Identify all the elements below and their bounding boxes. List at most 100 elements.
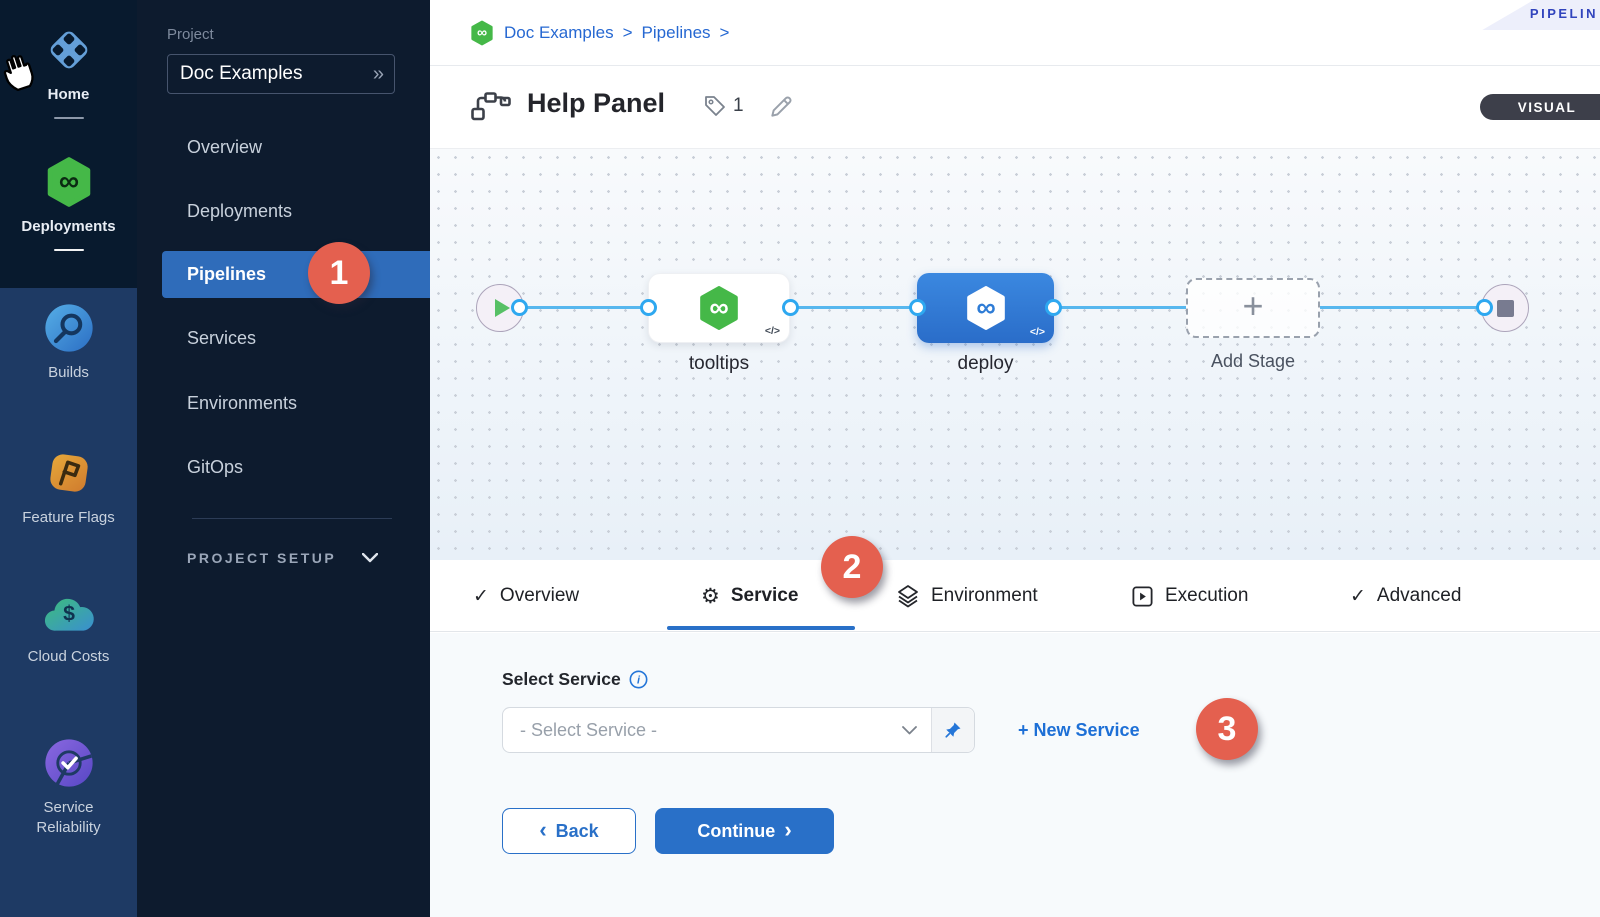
pin-icon [945, 722, 961, 738]
cloud-costs-icon: $ [44, 598, 94, 631]
breadcrumb-pipelines-link[interactable]: Pipelines [641, 23, 711, 42]
module-cloud-costs-label: Cloud Costs [27, 648, 110, 665]
code-badge: </> [1029, 326, 1045, 338]
connector-line [1053, 306, 1186, 309]
visual-mode-toggle[interactable]: VISUAL [1480, 94, 1600, 120]
svg-text:∞: ∞ [477, 25, 487, 41]
module-builds-label: Builds [48, 364, 89, 381]
service-form-panel: Select Service i - Select Service - + Ne… [430, 633, 1600, 917]
sidebar-item-environments[interactable]: Environments [187, 393, 298, 413]
add-stage-button[interactable]: + [1186, 278, 1320, 338]
sidebar-item-gitops[interactable]: GitOps [187, 457, 244, 477]
module-service-reliability[interactable]: Service Reliability [0, 737, 137, 839]
module-home[interactable]: Home [0, 24, 137, 120]
stage-label-deploy: deploy [957, 353, 1014, 374]
double-chevron-icon: » [372, 62, 384, 85]
callout-badge-1: 1 [308, 242, 370, 304]
pin-button[interactable] [931, 708, 974, 752]
select-service-label: Select Service i [502, 669, 648, 690]
stage-tabbar: ✓ Overview ⚙ Service Environment Executi… [430, 560, 1600, 632]
sidebar-item-pipelines[interactable]: Pipelines [162, 251, 430, 298]
tab-advanced[interactable]: ✓ Advanced [1350, 585, 1462, 607]
tags[interactable]: 1 [703, 94, 744, 118]
plus-icon: + [1242, 285, 1264, 326]
module-deployments[interactable]: ∞ Deployments [0, 156, 137, 252]
new-service-link[interactable]: + New Service [1018, 719, 1140, 740]
pipeline-studio-ribbon-label: PIPELIN [1529, 6, 1598, 21]
harness-stage-icon: ∞ [966, 286, 1005, 330]
select-service-placeholder: - Select Service - [520, 719, 658, 740]
connector-point [511, 299, 528, 316]
breadcrumb: ∞ Doc Examples > Pipelines > [469, 20, 729, 46]
pipeline-icon [471, 92, 511, 121]
active-tab-indicator [667, 626, 855, 630]
back-button[interactable]: ‹ Back [502, 808, 636, 854]
tab-service[interactable]: ⚙ Service [701, 584, 799, 608]
module-feature-flags[interactable]: Feature Flags [0, 447, 137, 528]
pipeline-titlebar: Help Panel 1 VISUAL [430, 67, 1600, 148]
edit-pencil-icon[interactable] [768, 94, 794, 120]
stop-icon [1496, 299, 1514, 317]
breadcrumb-bar: ∞ Doc Examples > Pipelines > PIPELIN [430, 0, 1600, 66]
stage-node-tooltips[interactable]: ∞ </> [648, 273, 790, 343]
sidebar-item-deployments[interactable]: Deployments [187, 201, 293, 221]
project-name: Doc Examples [180, 63, 303, 84]
check-icon: ✓ [473, 585, 489, 607]
svg-text:∞: ∞ [709, 291, 728, 322]
check-icon: ✓ [1350, 585, 1366, 607]
module-feature-flags-label: Feature Flags [22, 509, 115, 526]
connector-point [1045, 299, 1062, 316]
divider [192, 518, 392, 519]
code-badge: </> [764, 325, 780, 337]
deployments-icon: ∞ [47, 157, 90, 207]
svg-text:i: i [637, 675, 641, 687]
callout-badge-3: 3 [1196, 698, 1258, 760]
select-service-dropdown[interactable]: - Select Service - [502, 707, 975, 753]
module-home-indicator [53, 117, 84, 120]
project-setup-toggle[interactable]: PROJECT SETUP [187, 550, 379, 566]
project-harness-icon: ∞ [471, 20, 493, 46]
stage-node-deploy[interactable]: ∞ </> [917, 273, 1054, 343]
callout-badge-2: 2 [821, 536, 883, 598]
breadcrumb-project-link[interactable]: Doc Examples [504, 23, 614, 42]
page-title: Help Panel [527, 88, 666, 118]
module-cloud-costs[interactable]: $ Cloud Costs [0, 592, 137, 667]
connector-point [640, 299, 657, 316]
chevron-left-icon: ‹ [539, 817, 547, 842]
breadcrumb-separator: > [719, 23, 730, 42]
svg-text:∞: ∞ [58, 165, 78, 197]
project-selector[interactable]: Doc Examples » [167, 54, 395, 94]
connector-point [1476, 299, 1493, 316]
chevron-right-icon: › [784, 817, 792, 842]
service-reliability-icon [44, 739, 93, 787]
project-section-label: Project [167, 26, 214, 43]
tab-overview[interactable]: ✓ Overview [473, 585, 580, 607]
gear-icon: ⚙ [701, 584, 720, 608]
builds-icon [44, 304, 93, 352]
tab-execution[interactable]: Execution [1131, 560, 1248, 632]
sidebar-item-overview[interactable]: Overview [187, 137, 263, 157]
add-stage-label: Add Stage [1210, 351, 1296, 371]
info-icon[interactable]: i [629, 670, 648, 689]
pipeline-canvas[interactable]: ∞ </> tooltips ∞ </> deploy + Add Stage [430, 148, 1600, 560]
connector-line [519, 306, 648, 309]
module-home-label: Home [47, 86, 90, 103]
feature-flags-icon [49, 454, 88, 492]
module-builds[interactable]: Builds [0, 302, 137, 383]
environment-icon [898, 585, 918, 608]
connector-line [790, 306, 917, 309]
svg-text:∞: ∞ [976, 291, 995, 322]
tab-environment[interactable]: Environment [896, 560, 1038, 632]
stage-label-tooltips: tooltips [688, 353, 750, 374]
connector-point [782, 299, 799, 316]
sidebar-item-services[interactable]: Services [187, 328, 257, 348]
chevron-down-icon [902, 725, 931, 735]
svg-text:$: $ [63, 602, 75, 626]
continue-button[interactable]: Continue › [655, 808, 834, 854]
tag-count: 1 [733, 95, 744, 116]
module-service-reliability-label: Service Reliability [36, 799, 101, 837]
execution-icon [1132, 585, 1153, 607]
project-sidebar: Project Doc Examples » Overview Deployme… [137, 0, 430, 917]
module-deployments-indicator [53, 249, 84, 252]
